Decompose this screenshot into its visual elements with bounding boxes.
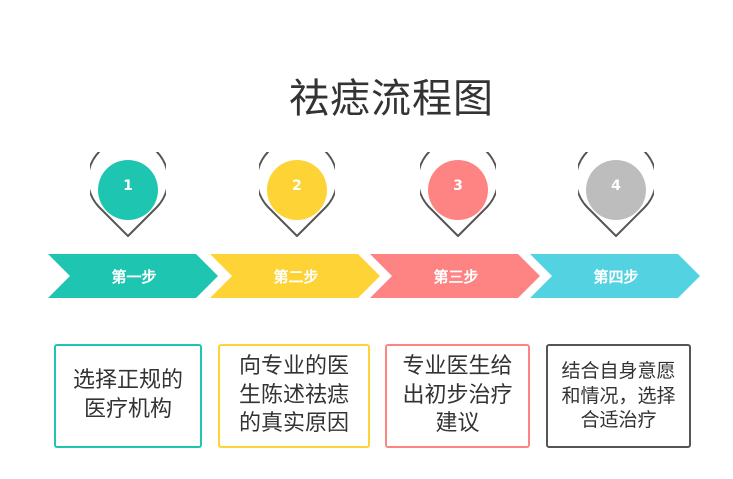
step-2-label: 第二步: [273, 268, 319, 286]
step-3-label: 第三步: [433, 268, 479, 286]
step-1-arrow: [48, 254, 218, 298]
step-1-description: 选择正规的医疗机构: [54, 344, 202, 448]
step-4-pin: 4: [578, 152, 654, 242]
step-4-number: 4: [611, 178, 621, 194]
step-2-number: 2: [292, 178, 302, 194]
step-2-pin: 2: [259, 152, 335, 242]
step-1-pin: 1: [90, 152, 166, 242]
step-1-label: 第一步: [111, 268, 157, 286]
page-title: 祛痣流程图: [289, 76, 494, 122]
step-1-number: 1: [123, 178, 133, 194]
step-4-arrow: [530, 254, 700, 298]
step-arrows: [48, 254, 700, 298]
step-4-label: 第四步: [593, 268, 639, 286]
step-3-description: 专业医生给出初步治疗建议: [385, 344, 530, 448]
step-3-arrow: [370, 254, 540, 298]
step-2-description: 向专业的医生陈述祛痣的真实原因: [218, 344, 370, 448]
step-3-pin: 3: [420, 152, 496, 242]
step-2-arrow: [210, 254, 380, 298]
step-3-number: 3: [453, 178, 463, 194]
step-4-description: 结合自身意愿和情况，选择合适治疗: [546, 344, 691, 448]
